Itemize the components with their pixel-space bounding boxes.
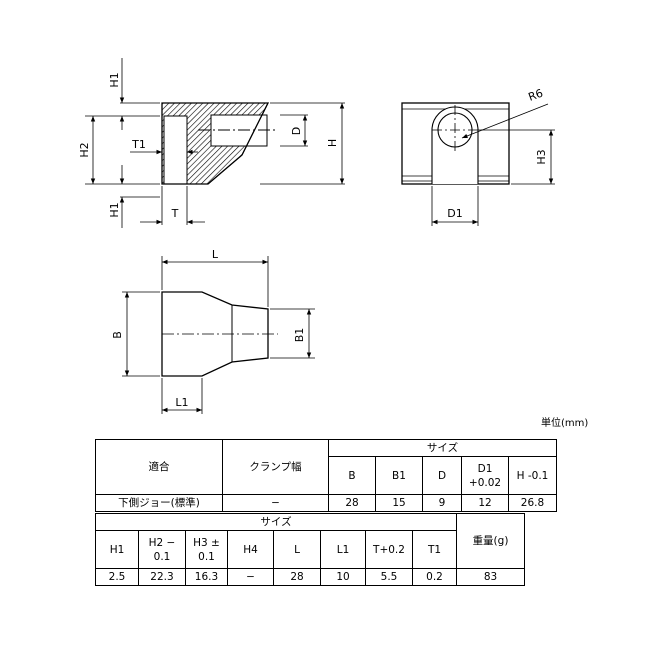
cell-d: 9	[422, 494, 462, 512]
header-size-2: サイズ	[95, 513, 457, 531]
front-label-t: T	[171, 207, 179, 220]
front-label-h1-top: H1	[108, 72, 121, 87]
spec-table-2: サイズ 重量(g) H1 H2 − 0.1 H3 ± 0.1 H4 L L1 T…	[95, 513, 525, 586]
front-label-h2: H2	[78, 142, 91, 157]
top-view	[161, 291, 278, 377]
cell-h1: 2.5	[95, 568, 139, 586]
side-label-d1: D1	[447, 207, 462, 220]
cell-clamp-width: −	[222, 494, 329, 512]
header-d1: D1 +0.02	[461, 456, 509, 495]
unit-label: 単位(mm)	[541, 418, 589, 429]
header-t: T+0.2	[365, 530, 413, 569]
header-weight: 重量(g)	[456, 513, 525, 569]
cell-h2: 22.3	[138, 568, 186, 586]
cell-t1: 0.2	[412, 568, 457, 586]
header-h3: H3 ± 0.1	[185, 530, 228, 569]
header-h4: H4	[227, 530, 274, 569]
header-b: B	[328, 456, 376, 495]
side-view	[401, 102, 510, 185]
cell-h: 26.8	[508, 494, 557, 512]
header-clamp-width: クランプ幅	[222, 439, 329, 495]
cell-b: 28	[328, 494, 376, 512]
header-d: D	[422, 456, 462, 495]
front-label-d: D	[290, 127, 303, 135]
front-recess	[163, 115, 188, 185]
header-fit: 適合	[95, 439, 223, 495]
header-b1: B1	[375, 456, 423, 495]
top-label-b: B	[111, 331, 124, 339]
header-l1: L1	[320, 530, 366, 569]
cell-l: 28	[273, 568, 321, 586]
cell-weight: 83	[456, 568, 525, 586]
cell-fit: 下側ジョー(標準)	[95, 494, 223, 512]
front-label-t1: T1	[131, 138, 146, 151]
top-body	[161, 291, 269, 377]
cell-h3: 16.3	[185, 568, 228, 586]
side-label-r6: R6	[527, 87, 545, 104]
front-label-h1-bottom: H1	[108, 202, 121, 217]
top-label-b1: B1	[293, 328, 306, 343]
top-label-l: L	[212, 248, 219, 261]
side-label-h3: H3	[535, 149, 548, 164]
cell-h4: −	[227, 568, 274, 586]
cell-t: 5.5	[365, 568, 413, 586]
top-dimensions	[122, 256, 315, 414]
cell-b1: 15	[375, 494, 423, 512]
header-h2: H2 − 0.1	[138, 530, 186, 569]
top-label-l1: L1	[175, 396, 188, 409]
cell-d1: 12	[461, 494, 509, 512]
spec-table-1: 適合 クランプ幅 サイズ B B1 D D1 +0.02 H -0.1 下側ジョ…	[95, 439, 557, 512]
cell-l1: 10	[320, 568, 366, 586]
front-label-h: H	[326, 139, 339, 147]
front-dimensions	[85, 58, 345, 228]
header-size: サイズ	[328, 439, 557, 457]
front-view	[161, 102, 278, 185]
header-l: L	[273, 530, 321, 569]
header-t1: T1	[412, 530, 457, 569]
side-dimensions	[431, 103, 555, 226]
header-h1: H1	[95, 530, 139, 569]
header-h: H -0.1	[508, 456, 557, 495]
technical-drawing: H1 H2 T1 H1 T D H R6 H3 D1	[78, 58, 555, 414]
